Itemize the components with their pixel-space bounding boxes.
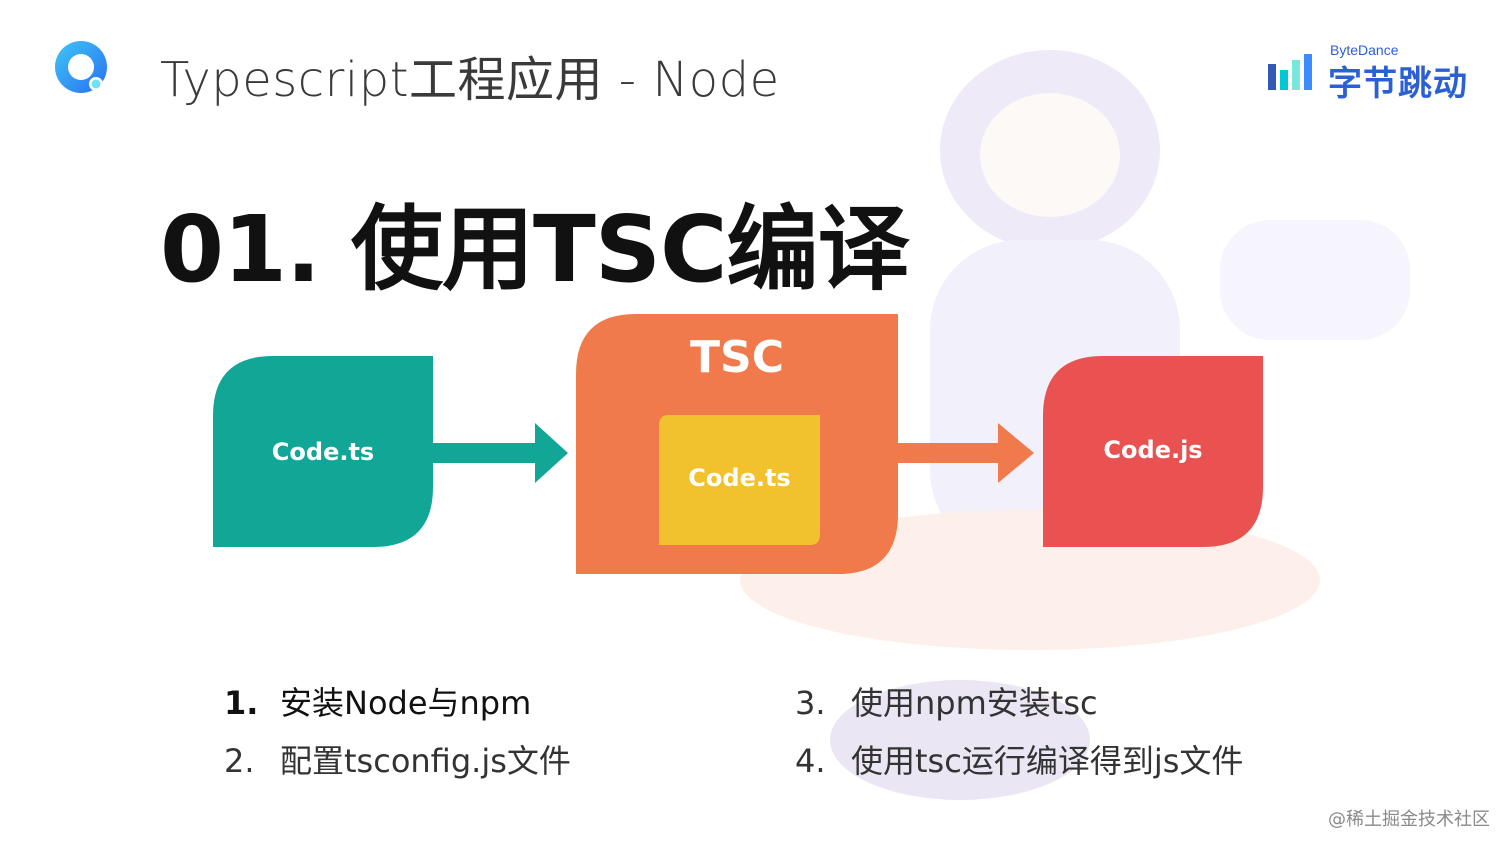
source-label: Code.ts [271,438,375,466]
step-number: 4. [795,742,826,780]
app-logo-icon [55,41,107,93]
arrow-shaft-1 [433,443,538,463]
step-item-2: 2. 配置tsconfig.js文件 [224,736,571,782]
section-title: 01. 使用TSC编译 [160,196,910,303]
watermark: @稀土掘金技术社区 [1328,809,1490,830]
source-box [213,356,433,547]
arrow-shaft-2 [898,443,1001,463]
output-box [1043,356,1263,547]
step-item-3: 3. 使用npm安装tsc [795,678,1098,724]
bytedance-logo-icon [1268,54,1312,90]
step-item-1: 1. 安装Node与npm [224,678,531,724]
inner-code-box [659,415,820,545]
arrow-head-2 [998,423,1034,483]
step-number: 1. [224,684,259,722]
output-label: Code.js [1103,436,1203,464]
inner-code-label: Code.ts [688,464,791,492]
step-text: 使用tsc运行编译得到js文件 [851,742,1244,780]
step-text: 使用npm安装tsc [851,684,1098,722]
brand-logo: ByteDance 字节跳动 [1266,42,1476,104]
compiler-label: TSC [690,332,784,383]
step-text: 安装Node与npm [280,684,532,722]
arrow-head-1 [535,423,568,483]
step-number: 3. [795,684,826,722]
header-title: Typescript工程应用 - Node [160,52,780,108]
brand-name-en: ByteDance [1330,42,1399,58]
step-item-4: 4. 使用tsc运行编译得到js文件 [795,736,1243,782]
step-number: 2. [224,742,255,780]
tsc-diagram: Code.ts TSC Code.ts Code.js [200,300,1300,600]
diagram-shapes [213,314,1263,574]
brand-name-cn: 字节跳动 [1328,64,1468,104]
step-text: 配置tsconfig.js文件 [280,742,571,780]
